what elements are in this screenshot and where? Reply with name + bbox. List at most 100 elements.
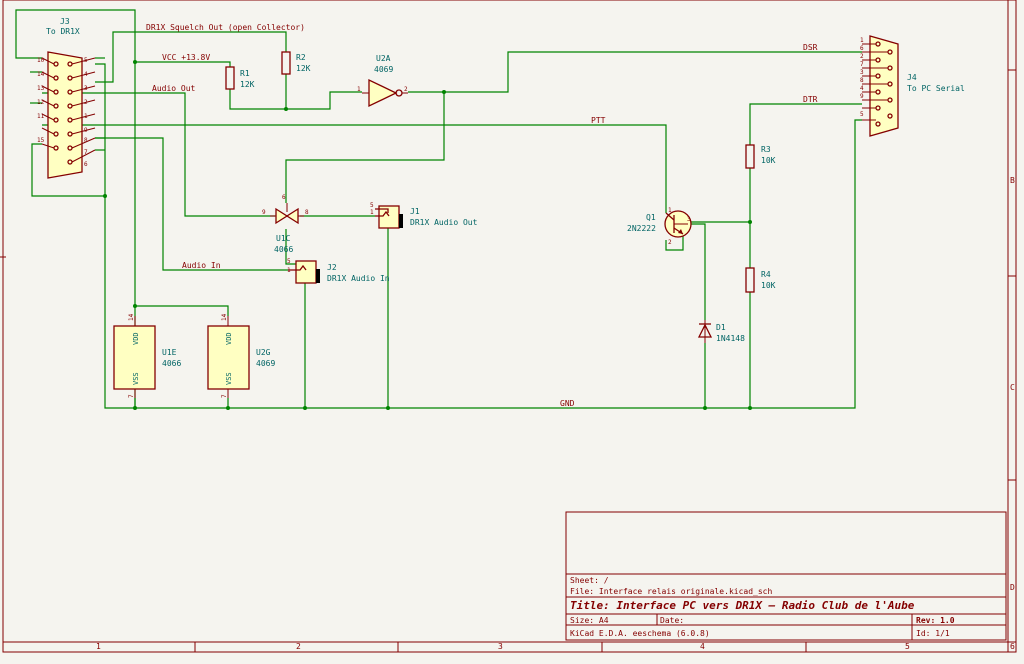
j3-pin-4: 4 [84, 71, 88, 78]
u2a-pin-1: 1 [357, 86, 361, 93]
junctions [103, 60, 752, 410]
j3-pin-14: 14 [37, 71, 45, 78]
power-unit-u2g[interactable]: VDD VSS 14 7 U2G 4069 [207, 313, 275, 398]
u2g-vss: VSS [225, 372, 233, 385]
j1-ref: J1 [410, 207, 420, 216]
net-dsr: DSR [803, 43, 818, 52]
jack-j1[interactable]: 5 1 J1 DR1X Audio Out [370, 202, 478, 229]
power-unit-u1e[interactable]: VDD VSS 14 7 U1E 4066 [113, 313, 181, 398]
j4-pin-5: 5 [860, 111, 864, 118]
border-col-6: 6 [1010, 642, 1015, 651]
border-col-5: 5 [905, 642, 910, 651]
resistor-r3[interactable]: R3 10K [745, 144, 776, 169]
u2g-pin-14: 14 [221, 313, 228, 321]
j4-pin-1: 1 [860, 37, 864, 44]
border-col-3: 3 [498, 642, 503, 651]
net-gnd: GND [560, 399, 575, 408]
net-audio-in: Audio In [182, 261, 221, 270]
u1e-vss: VSS [132, 372, 140, 385]
j4-pin-3: 3 [860, 69, 864, 76]
resistor-r1[interactable]: R1 12K [225, 66, 255, 90]
j3-pin-7: 7 [84, 149, 88, 156]
u2g-value: 4069 [256, 359, 275, 368]
connector-j4[interactable]: 1 6 2 7 3 8 4 9 5 J4 To PC Serial [860, 35, 965, 137]
q1-pin-2: 2 [668, 239, 672, 246]
j1-pin-1: 1 [370, 209, 374, 216]
q1-pin-3: 3 [687, 216, 691, 223]
j4-pin-6: 6 [860, 45, 864, 52]
j4-pin-9: 9 [860, 93, 864, 100]
inverter-u2a[interactable]: U2A 4069 1 2 [357, 54, 408, 108]
r4-ref: R4 [761, 270, 771, 279]
switch-u1c[interactable]: 9 8 6 U1C 4066 [262, 194, 309, 254]
tb-id: Id: 1/1 [916, 629, 950, 638]
u1c-pin-8: 8 [305, 209, 309, 216]
j3-value: To DR1X [46, 27, 80, 36]
r2-ref: R2 [296, 53, 306, 62]
r1-value: 12K [240, 80, 255, 89]
j4-pin-4: 4 [860, 85, 864, 92]
j3-pin-13: 13 [37, 85, 45, 92]
resistor-r4[interactable]: R4 10K [745, 267, 776, 293]
r2-value: 12K [296, 64, 311, 73]
d1-ref: D1 [716, 323, 726, 332]
net-dtr: DTR [803, 95, 818, 104]
net-audio-out: Audio Out [152, 84, 196, 93]
sheet-border: 1 2 3 4 5 6 B C D [0, 0, 1017, 653]
jack-j2[interactable]: 5 1 J2 DR1X Audio In [287, 258, 390, 284]
j3-pin-1: 1 [84, 113, 88, 120]
j3-pin-8: 8 [84, 137, 88, 144]
j2-value: DR1X Audio In [327, 274, 390, 283]
j3-pin-11: 11 [37, 113, 45, 120]
transistor-q1[interactable]: 1 3 2 Q1 2N2222 [627, 207, 692, 246]
q1-pin-1: 1 [668, 207, 672, 214]
q1-ref: Q1 [646, 213, 656, 222]
j4-ref: J4 [907, 73, 917, 82]
diode-d1[interactable]: D1 1N4148 [697, 320, 745, 343]
tb-file: File: Interface relais originale.kicad_s… [570, 587, 772, 596]
r3-value: 10K [761, 156, 776, 165]
j3-pin-15: 15 [37, 137, 45, 144]
u1e-pin-7: 7 [128, 394, 135, 398]
d1-value: 1N4148 [716, 334, 745, 343]
j3-pin-10: 10 [37, 57, 45, 64]
j3-pin-2: 2 [84, 99, 88, 106]
r3-ref: R3 [761, 145, 771, 154]
j4-pin-8: 8 [860, 77, 864, 84]
tb-rev: Rev: 1.0 [916, 616, 955, 625]
resistor-r2[interactable]: R2 12K [281, 51, 311, 75]
u1c-ref: U1C [276, 234, 291, 243]
net-vcc: VCC +13.8V [162, 53, 210, 62]
q1-value: 2N2222 [627, 224, 656, 233]
r4-value: 10K [761, 281, 776, 290]
u2g-vdd: VDD [225, 332, 233, 345]
border-row-d: D [1010, 583, 1015, 592]
j1-value: DR1X Audio Out [410, 218, 478, 227]
net-labels: DR1X Squelch Out (open Collector) VCC +1… [146, 23, 818, 408]
j3-pin-3: 3 [84, 85, 88, 92]
j3-pin-12: 12 [37, 99, 45, 106]
tb-size: Size: A4 [570, 616, 609, 625]
j4-pin-2: 2 [860, 53, 864, 60]
j4-pin-7: 7 [860, 61, 864, 68]
j2-pin-5: 5 [287, 258, 291, 265]
border-col-2: 2 [296, 642, 301, 651]
u1c-pin-9: 9 [262, 209, 266, 216]
wires [15, 9, 862, 409]
u2g-ref: U2G [256, 348, 271, 357]
u2a-value: 4069 [374, 65, 393, 74]
j4-value: To PC Serial [907, 84, 965, 93]
u2g-pin-7: 7 [221, 394, 228, 398]
connector-j3[interactable]: J3 To DR1X 10 5 14 4 13 3 12 2 11 1 15 9… [37, 17, 96, 179]
tb-sheet: Sheet: / [570, 576, 609, 585]
net-squelch: DR1X Squelch Out (open Collector) [146, 23, 305, 32]
u2a-ref: U2A [376, 54, 391, 63]
j3-ref: J3 [60, 17, 70, 26]
u1e-pin-14: 14 [128, 313, 135, 321]
border-col-4: 4 [700, 642, 705, 651]
u1e-value: 4066 [162, 359, 181, 368]
tb-tool: KiCad E.D.A. eeschema (6.0.8) [570, 629, 710, 638]
title-block: Sheet: / File: Interface relais original… [565, 511, 1007, 641]
